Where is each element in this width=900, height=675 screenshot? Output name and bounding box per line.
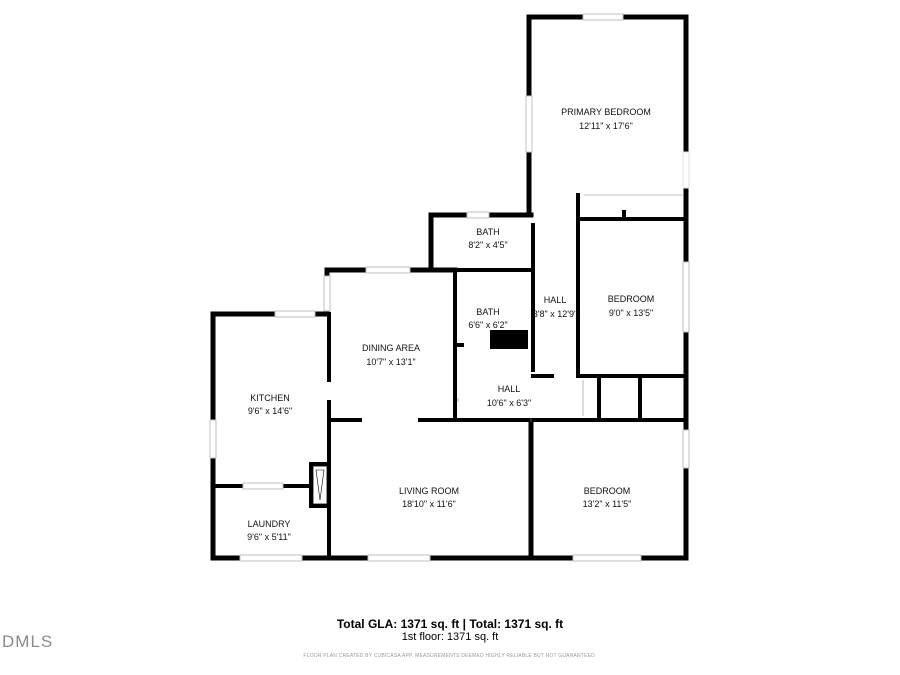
bedroom-right-label: BEDROOM	[608, 294, 655, 304]
floor-area: 1st floor: 1371 sq. ft	[401, 631, 499, 643]
laundry-label: LAUNDRY	[248, 519, 291, 529]
bath-lower-label: BATH	[476, 307, 499, 317]
laundry-dims: 9'6" x 5'11"	[247, 532, 291, 542]
hall-horizontal-dims: 10'6" x 6'3"	[487, 398, 531, 408]
bedroom-bottom-label: BEDROOM	[584, 486, 631, 496]
disclaimer: FLOOR PLAN CREATED BY CUBICASA APP. MEAS…	[303, 653, 597, 659]
bath-lower-dims: 6'6" x 6'2"	[468, 320, 507, 330]
hall-vertical-dims: 3'8" x 12'9"	[533, 309, 577, 319]
dining-area-dims: 10'7" x 13'1"	[366, 357, 415, 367]
total-area: Total GLA: 1371 sq. ft | Total: 1371 sq.…	[336, 617, 564, 631]
hall-vertical-label: HALL	[544, 295, 567, 305]
kitchen-label: KITCHEN	[250, 393, 290, 403]
living-room-dims: 18'10" x 11'6"	[402, 499, 456, 509]
exterior-walls	[210, 14, 689, 561]
closet-fixture	[490, 330, 528, 349]
windows	[209, 13, 690, 562]
fireplace	[309, 462, 329, 508]
dining-area-label: DINING AREA	[362, 343, 420, 353]
door-markers	[457, 194, 684, 422]
room-labels: PRIMARY BEDROOM 12'11" x 17'6" BATH 8'2"…	[247, 107, 654, 542]
mls-watermark: DMLS	[2, 632, 54, 651]
bedroom-bottom-dims: 13'2" x 11'5"	[583, 499, 632, 509]
kitchen-dims: 9'6" x 14'6"	[248, 406, 292, 416]
hall-horizontal-label: HALL	[498, 384, 521, 394]
primary-bedroom-label: PRIMARY BEDROOM	[561, 107, 651, 117]
bedroom-right-dims: 9'0" x 13'5"	[609, 308, 653, 318]
bath-upper-label: BATH	[476, 227, 499, 237]
living-room-label: LIVING ROOM	[399, 486, 459, 496]
primary-bedroom-dims: 12'11" x 17'6"	[579, 121, 633, 131]
bath-upper-dims: 8'2" x 4'5"	[468, 240, 507, 250]
floor-plan: PRIMARY BEDROOM 12'11" x 17'6" BATH 8'2"…	[209, 13, 690, 562]
